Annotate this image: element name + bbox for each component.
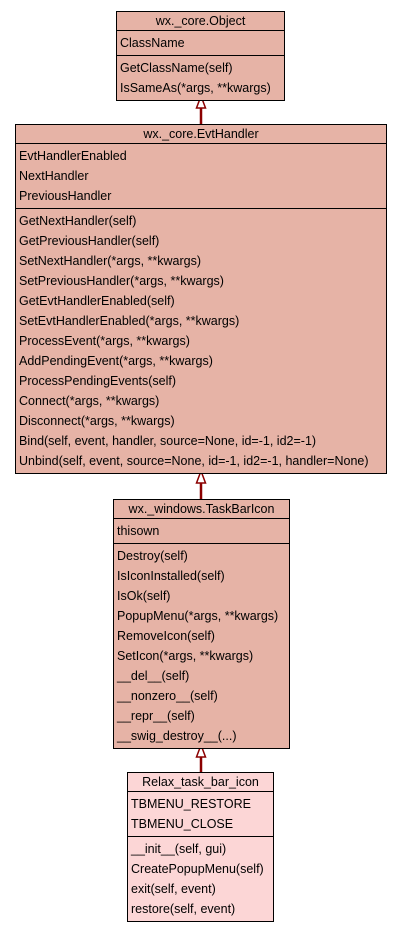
method: ProcessPendingEvents(self)	[19, 374, 177, 388]
method: GetEvtHandlerEnabled(self)	[19, 294, 175, 308]
method: exit(self, event)	[131, 882, 216, 896]
method: SetIcon(*args, **kwargs)	[117, 649, 254, 663]
attribute: TBMENU_CLOSE	[131, 817, 234, 831]
attributes-section: TBMENU_RESTORE TBMENU_CLOSE	[128, 792, 273, 836]
attributes-section: EvtHandlerEnabled NextHandler PreviousHa…	[16, 144, 386, 208]
arrowhead-object	[195, 93, 207, 109]
method: SetNextHandler(*args, **kwargs)	[19, 254, 202, 268]
class-name: wx._core.Object	[117, 12, 284, 31]
method: __repr__(self)	[117, 709, 195, 723]
class-name: wx._windows.TaskBarIcon	[114, 500, 289, 519]
method: AddPendingEvent(*args, **kwargs)	[19, 354, 213, 368]
attribute: EvtHandlerEnabled	[19, 149, 127, 163]
class-box-object[interactable]: wx._core.Object ClassName GetClassName(s…	[116, 11, 285, 101]
methods-section: GetClassName(self) IsSameAs(*args, **kwa…	[117, 55, 284, 100]
method: SetPreviousHandler(*args, **kwargs)	[19, 274, 224, 288]
method: Destroy(self)	[117, 549, 188, 563]
method: IsSameAs(*args, **kwargs)	[120, 81, 271, 95]
class-box-taskbaricon[interactable]: wx._windows.TaskBarIcon thisown Destroy(…	[113, 499, 290, 749]
method: __swig_destroy__(...)	[117, 729, 237, 743]
method: CreatePopupMenu(self)	[131, 862, 264, 876]
arrowhead-taskbaricon	[195, 742, 207, 758]
attributes-section: thisown	[114, 519, 289, 543]
method: restore(self, event)	[131, 902, 236, 916]
method: GetPreviousHandler(self)	[19, 234, 160, 248]
attributes-section: ClassName	[117, 31, 284, 55]
attribute: ClassName	[120, 36, 185, 50]
method: Connect(*args, **kwargs)	[19, 394, 160, 408]
attribute: TBMENU_RESTORE	[131, 797, 251, 811]
attribute: NextHandler	[19, 169, 89, 183]
method: RemoveIcon(self)	[117, 629, 215, 643]
method: Unbind(self, event, source=None, id=-1, …	[19, 454, 369, 468]
method: __del__(self)	[117, 669, 190, 683]
method: __nonzero__(self)	[117, 689, 218, 703]
class-name: Relax_task_bar_icon	[128, 773, 273, 792]
method: GetClassName(self)	[120, 61, 233, 75]
attribute: thisown	[117, 524, 160, 538]
method: ProcessEvent(*args, **kwargs)	[19, 334, 190, 348]
method: SetEvtHandlerEnabled(*args, **kwargs)	[19, 314, 240, 328]
method: Disconnect(*args, **kwargs)	[19, 414, 175, 428]
attribute: PreviousHandler	[19, 189, 112, 203]
method: __init__(self, gui)	[131, 842, 227, 856]
method: IsOk(self)	[117, 589, 171, 603]
methods-section: Destroy(self) IsIconInstalled(self) IsOk…	[114, 543, 289, 748]
arrowhead-evthandler	[195, 468, 207, 484]
method: Bind(self, event, handler, source=None, …	[19, 434, 317, 448]
class-box-relax-task-bar-icon[interactable]: Relax_task_bar_icon TBMENU_RESTORE TBMEN…	[127, 772, 274, 922]
method: GetNextHandler(self)	[19, 214, 137, 228]
methods-section: __init__(self, gui) CreatePopupMenu(self…	[128, 836, 273, 921]
methods-section: GetNextHandler(self) GetPreviousHandler(…	[16, 208, 386, 473]
method: IsIconInstalled(self)	[117, 569, 225, 583]
class-box-evthandler[interactable]: wx._core.EvtHandler EvtHandlerEnabled Ne…	[15, 124, 387, 474]
class-name: wx._core.EvtHandler	[16, 125, 386, 144]
method: PopupMenu(*args, **kwargs)	[117, 609, 279, 623]
